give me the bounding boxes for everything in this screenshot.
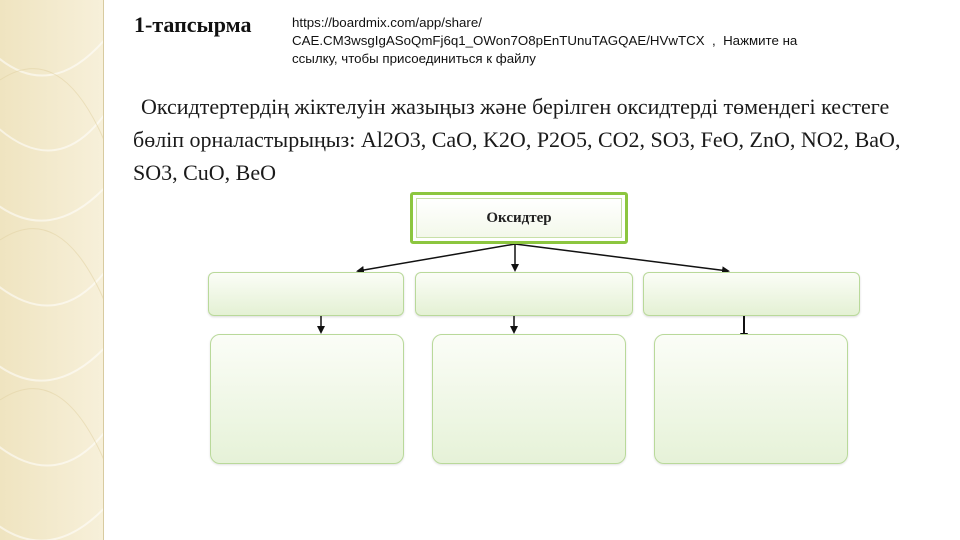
category-box-2[interactable]	[415, 272, 633, 316]
share-link-line1[interactable]: https://boardmix.com/app/share/	[292, 15, 482, 30]
share-link-line2[interactable]: CAE.CM3wsgIgASoQmFj6q1_OWon7O8pEnTUnuTAG…	[292, 33, 705, 48]
task-title: 1-тапсырма	[134, 12, 252, 37]
link-note-end: ссылку, чтобы присоединиться к файлу	[292, 51, 536, 66]
answer-box-3[interactable]	[654, 334, 848, 464]
answer-box-2[interactable]	[432, 334, 626, 464]
task-instructions: Оксидтертердің жіктелуін жазыңыз және бе…	[133, 94, 901, 185]
answer-box-1[interactable]	[210, 334, 404, 464]
category-box-3[interactable]	[643, 272, 860, 316]
oxides-root-label: Оксидтер	[486, 209, 552, 226]
link-separator: ,	[704, 33, 724, 48]
link-note-start: Нажмите на	[723, 33, 798, 48]
share-link-block: https://boardmix.com/app/share/ CAE.CM3w…	[292, 14, 922, 68]
oxides-root-box: Оксидтер	[410, 192, 628, 244]
connector-root-left	[356, 243, 516, 274]
category-box-1[interactable]	[208, 272, 404, 316]
decorative-pattern	[0, 0, 104, 540]
decorative-side-panel	[0, 0, 104, 540]
connector-root-right	[514, 243, 730, 275]
